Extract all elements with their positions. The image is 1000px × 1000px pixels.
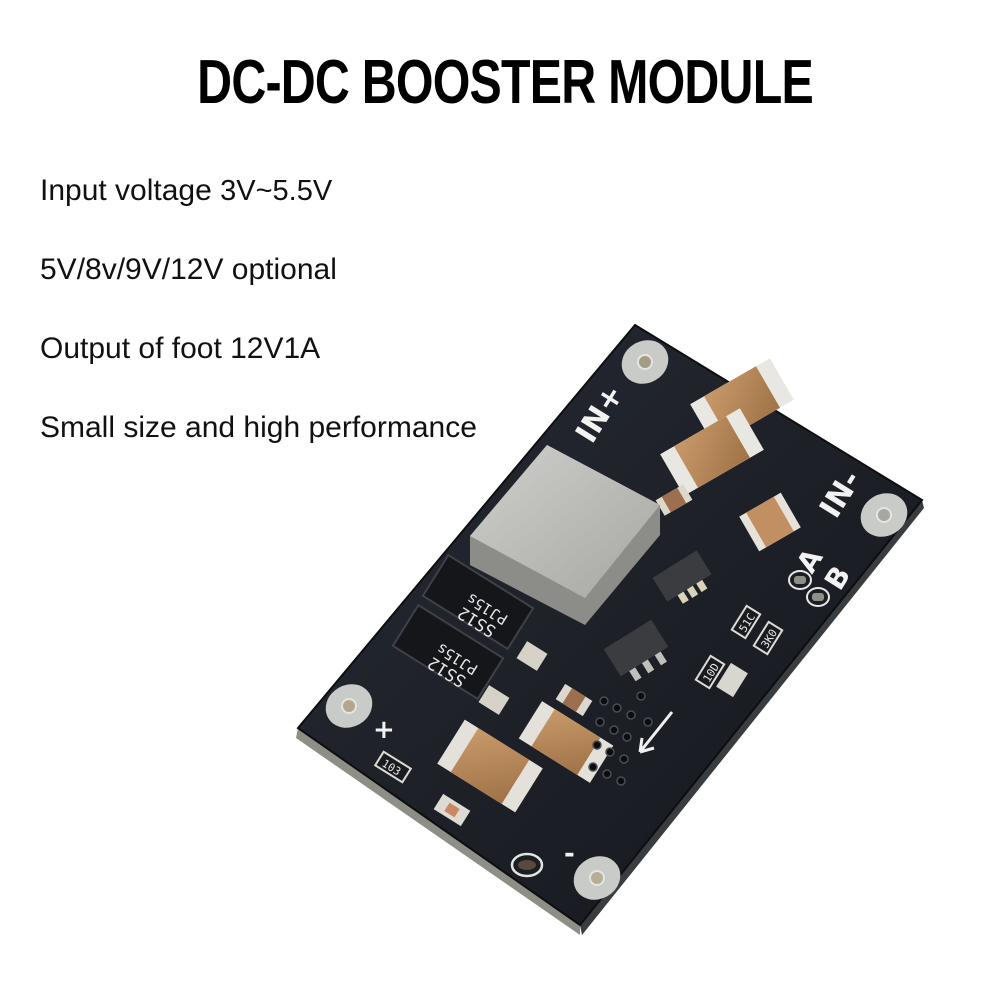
slot-pad — [510, 852, 544, 878]
spec-label: Output of foot 12V1A — [40, 332, 321, 365]
input-capacitor-2 — [660, 408, 764, 496]
ic-sot23-5 — [603, 619, 669, 682]
resistor-small-bottom — [555, 683, 593, 717]
mounting-hole-left — [325, 684, 373, 728]
mounting-hole-bottom — [573, 856, 621, 900]
spec-input-voltage: Input voltage 3V~5.5V — [40, 173, 332, 209]
small-component — [516, 641, 548, 671]
output-capacitor-1 — [437, 719, 543, 813]
pcb-board — [296, 323, 924, 927]
diode-1: SS12 PJ15s — [421, 553, 535, 651]
inductor — [470, 445, 660, 625]
jumper-b — [806, 587, 830, 607]
pcb-edge — [296, 728, 580, 935]
arrow-marking — [638, 711, 674, 754]
spec-label: Small size and high performance — [40, 411, 477, 444]
spec-size-performance: Small size and high performance — [40, 410, 477, 446]
output-capacitor-2 — [518, 701, 614, 783]
spec-output-current: Output of foot 12V1A — [40, 331, 320, 367]
page-title: DC-DC BOOSTER MODULE — [197, 48, 814, 117]
ic-sot23-6 — [652, 550, 712, 604]
diode-2: SS12 PJ15s — [391, 603, 505, 701]
led — [433, 793, 471, 827]
spec-label: 5V/8v/9V/12V optional — [40, 253, 337, 286]
spec-value: 3V~5.5V — [220, 175, 333, 207]
via-array — [588, 691, 653, 786]
jumper-a — [788, 570, 812, 590]
label-out-minus: - — [564, 839, 575, 869]
capacitor-small-mid — [716, 662, 748, 698]
mounting-hole-top — [621, 340, 669, 384]
resistor-small-top — [655, 484, 693, 516]
spec-label: Input voltage — [40, 174, 212, 207]
label-out-plus: + — [373, 715, 395, 745]
small-component — [478, 685, 510, 715]
mounting-hole-right — [860, 493, 908, 537]
capacitor-small-right — [739, 492, 801, 552]
spec-output-options: 5V/8v/9V/12V optional — [40, 252, 337, 288]
